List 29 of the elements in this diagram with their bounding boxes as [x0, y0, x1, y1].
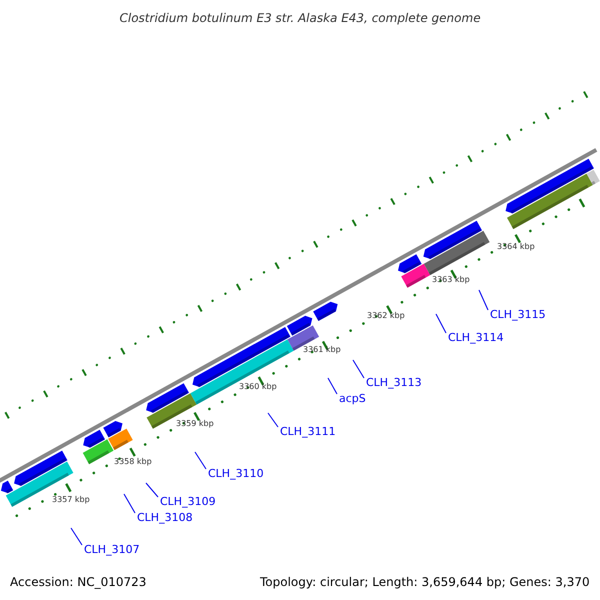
- gene-label: CLH_3111: [280, 426, 336, 436]
- leader-line: [194, 452, 206, 470]
- leader-line: [70, 528, 82, 546]
- scale-label: 3360 kbp: [239, 383, 277, 391]
- accession-text: Accession: NC_010723: [10, 576, 146, 588]
- leader-line: [436, 314, 446, 334]
- gene-label: CLH_3114: [448, 332, 504, 342]
- gene-label: CLH_3110: [208, 468, 264, 478]
- leader-line: [146, 482, 158, 498]
- scale-label: 3362 kbp: [367, 312, 405, 320]
- leader-line: [478, 290, 488, 310]
- title: Clostridium botulinum E3 str. Alaska E43, complete genome: [120, 12, 481, 24]
- leader-line: [268, 412, 278, 428]
- gene-label: CLH_3107: [84, 544, 140, 554]
- scale-label: 3363 kbp: [432, 276, 470, 284]
- scale-label: 3364 kbp: [497, 243, 535, 251]
- leader-line: [124, 494, 136, 514]
- scale-label: 3357 kbp: [52, 496, 90, 504]
- leader-line: [352, 360, 364, 378]
- gene-label: CLH_3109: [160, 496, 216, 506]
- scale-label: 3359 kbp: [176, 420, 214, 428]
- gene-label: CLH_3108: [137, 512, 193, 522]
- gene-label: CLH_3113: [366, 376, 422, 388]
- gene-label: acpS: [339, 392, 366, 404]
- scale-label: 3358 kbp: [114, 458, 152, 466]
- genome-summary-text: Topology: circular; Length: 3,659,644 bp; Genes: 3,370: [260, 576, 590, 588]
- gene-label: CLH_3115: [490, 308, 546, 320]
- leader-line: [328, 378, 338, 394]
- scale-label: 3361 kbp: [303, 346, 341, 354]
